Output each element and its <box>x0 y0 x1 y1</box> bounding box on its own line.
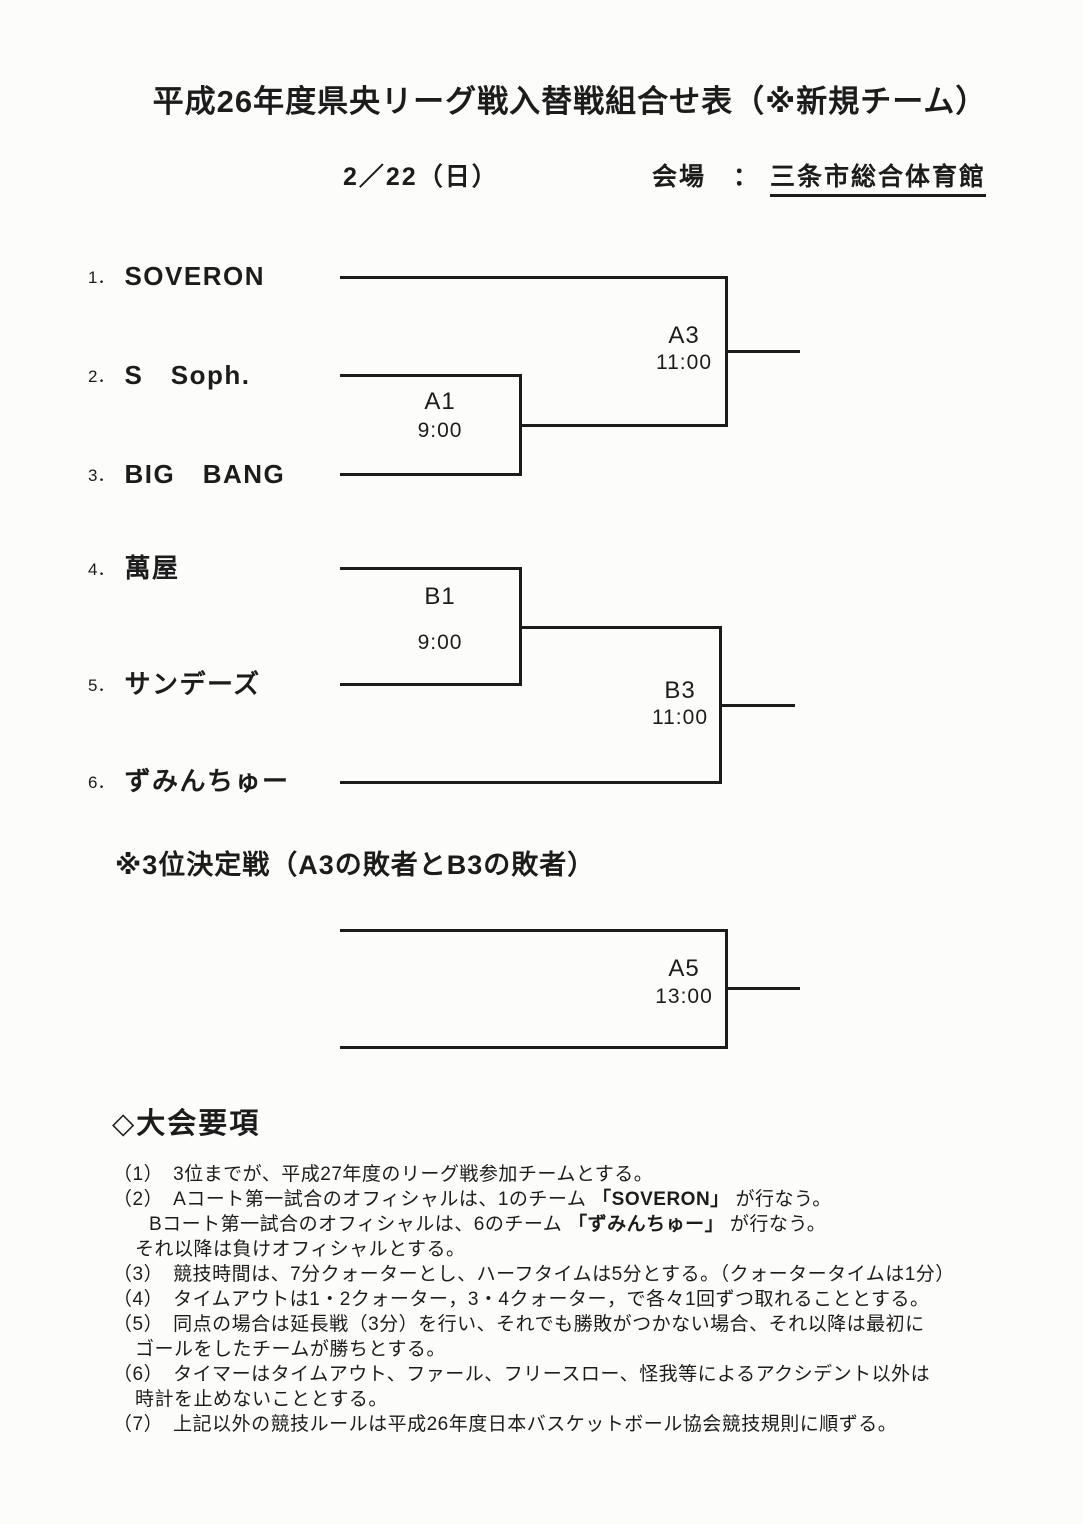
team-3-name: BIG BANG <box>124 459 286 489</box>
match-a1-time: 9:00 <box>417 419 463 442</box>
rule-5-continued: ゴールをしたチームが勝ちとする。 <box>135 1339 446 1360</box>
rule-2-tail: が行なう。 <box>729 1189 832 1210</box>
team-5-name: サンデーズ <box>124 669 261 699</box>
team-1-number: 1． <box>88 268 115 287</box>
bracket-line-team3 <box>340 473 522 476</box>
team-1-name: SOVERON <box>124 261 265 291</box>
rule-2-text: （2） Aコート第一試合のオフィシャルは、1のチーム <box>113 1189 593 1210</box>
match-a5-time: 13:00 <box>655 985 713 1008</box>
team-4-name: 萬屋 <box>124 553 180 583</box>
team-6: 6． ずみんちゅー <box>88 766 289 801</box>
team-5: 5． サンデーズ <box>88 669 261 704</box>
match-b1-time: 9:00 <box>417 631 463 654</box>
rule-2-footnote: それ以降は負けオフィシャルとする。 <box>135 1239 466 1260</box>
team-6-number: 6． <box>88 773 115 792</box>
page-title: 平成26年度県央リーグ戦入替戦組合せ表（※新規チーム） <box>152 84 988 119</box>
bracket-winner-stub-a5 <box>725 987 800 990</box>
match-a3-label: A3 <box>668 322 700 349</box>
match-a5-label: A5 <box>668 955 700 982</box>
team-6-name: ずみんちゅー <box>124 766 290 796</box>
bracket-connector-a1 <box>519 424 728 427</box>
bracket-line-team5 <box>340 683 522 686</box>
rule-2-continued: Bコート第一試合のオフィシャルは、6のチーム 「ずみんちゅー」 が行なう。 <box>113 1212 1013 1237</box>
rules-heading: ◇大会要項 <box>112 1108 261 1140</box>
rule-6-continued: 時計を止めないこととする。 <box>135 1389 388 1410</box>
bracket-winner-stub-b3 <box>719 704 795 707</box>
bracket-line-team6 <box>340 781 722 784</box>
team-3: 3． BIG BANG <box>88 459 285 494</box>
bracket-connector-b1 <box>519 626 722 629</box>
rules-list: （1） 3位までが、平成27年度のリーグ戦参加チームとする。 （2） Aコート第… <box>113 1162 1013 1437</box>
match-a3-time: 11:00 <box>656 351 712 374</box>
rule-6: （6） タイマーはタイムアウト、ファール、フリースロー、怪我等によるアクシデント… <box>113 1364 931 1385</box>
rule-5: （5） 同点の場合は延長戦（3分）を行い、それでも勝敗がつかない場合、それ以降は… <box>113 1314 925 1335</box>
rule-7: （7） 上記以外の競技ルールは平成26年度日本バスケットボール協会競技規則に順ず… <box>113 1414 898 1435</box>
team-2-number: 2． <box>88 367 115 386</box>
rule-4: （4） タイムアウトは1・2クォーター，3・4クォーター，で各々1回ずつ取れるこ… <box>113 1289 930 1310</box>
match-a1-label: A1 <box>424 388 456 415</box>
team-4-number: 4． <box>88 560 115 579</box>
rule-2-teamname: 「SOVERON」 <box>592 1189 730 1210</box>
venue-label: 会場 ： <box>652 163 761 191</box>
rule-2b-teamname: 「ずみんちゅー」 <box>568 1214 725 1235</box>
match-b3-label: B3 <box>664 677 696 704</box>
rule-1: （1） 3位までが、平成27年度のリーグ戦参加チームとする。 <box>113 1164 654 1185</box>
event-date: 2／22（日） <box>343 163 499 191</box>
team-2-name: S Soph. <box>124 360 251 390</box>
bracket-winner-stub-a3 <box>725 350 800 353</box>
rule-3: （3） 競技時間は、7分クォーターとし、ハーフタイムは5分とする。（クォータータ… <box>113 1264 955 1285</box>
team-4: 4． 萬屋 <box>88 553 179 588</box>
bracket-line-team4 <box>340 567 522 570</box>
team-1: 1． SOVERON <box>88 261 265 296</box>
third-place-note: ※3位決定戦（A3の敗者とB3の敗者） <box>115 850 596 880</box>
team-5-number: 5． <box>88 676 115 695</box>
team-2: 2． S Soph. <box>88 360 251 395</box>
match-b1-label: B1 <box>424 583 456 610</box>
rule-2b-tail: が行なう。 <box>724 1214 827 1235</box>
bracket-line-thirdplace-top <box>340 929 728 932</box>
venue-name: 三条市総合体育館 <box>770 163 987 197</box>
rule-2b-text: Bコート第一試合のオフィシャルは、6のチーム <box>149 1214 569 1235</box>
bracket-line-thirdplace-bottom <box>340 1046 728 1049</box>
match-b3-time: 11:00 <box>652 706 708 729</box>
bracket-line-team2 <box>340 374 522 377</box>
team-3-number: 3． <box>88 466 115 485</box>
venue: 会場 ： 三条市総合体育館 <box>652 157 987 197</box>
bracket-line-team1 <box>340 276 728 279</box>
rule-2: （2） Aコート第一試合のオフィシャルは、1のチーム 「SOVERON」 が行な… <box>113 1187 1013 1212</box>
